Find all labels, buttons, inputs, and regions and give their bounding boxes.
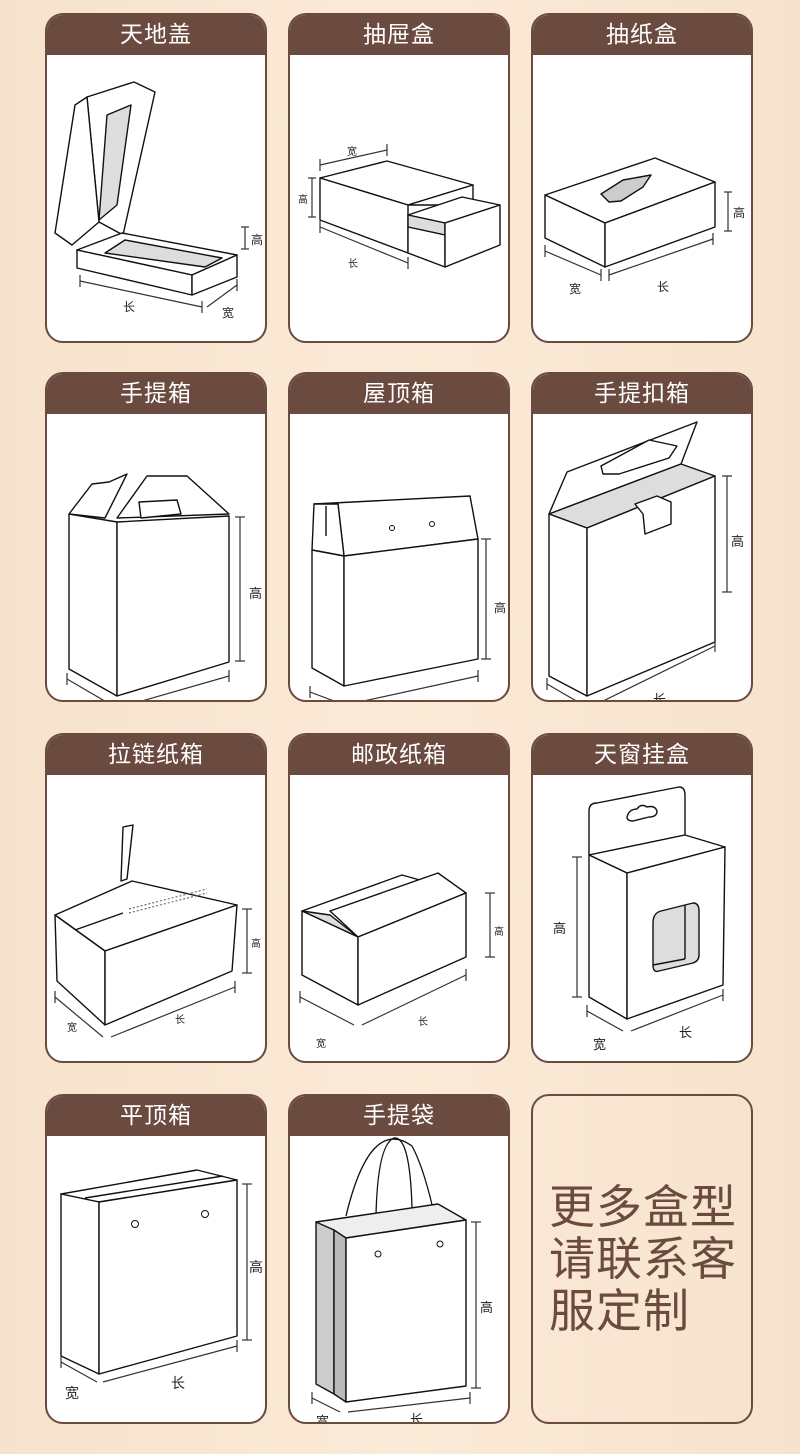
box-title: 抽纸盒	[533, 15, 751, 55]
drawer-box-icon: 宽 高 长	[298, 144, 501, 270]
height-label: 高	[494, 600, 506, 615]
length-label: 长	[410, 1413, 423, 1422]
box-title: 天地盖	[47, 15, 265, 55]
box-card-roof-box[interactable]: 屋顶箱 高 宽 长	[288, 372, 510, 702]
tissue-box-icon: 高 宽 长	[544, 157, 745, 296]
height-label: 高	[480, 1300, 493, 1316]
handbag-icon: 高 宽 长	[311, 1137, 493, 1422]
length-label: 长	[171, 1376, 185, 1392]
box-card-window-hang-box[interactable]: 天窗挂盒 高 宽 长	[531, 733, 753, 1063]
height-label: 高	[249, 586, 262, 602]
zipper-box-icon: 高 宽 长	[54, 824, 261, 1038]
box-title: 天窗挂盒	[533, 735, 751, 775]
width-label: 宽	[316, 1414, 329, 1422]
height-label: 高	[494, 925, 504, 938]
height-label: 高	[733, 205, 745, 220]
handle-lock-box-icon: 高 宽 长	[546, 421, 744, 700]
height-label: 高	[251, 937, 261, 950]
window-hang-box-icon: 高 宽 长	[553, 786, 726, 1053]
width-label: 宽	[316, 1037, 326, 1050]
box-title: 邮政纸箱	[290, 735, 508, 775]
postal-box-icon: 高 宽 长	[299, 872, 504, 1050]
box-title: 平顶箱	[47, 1096, 265, 1136]
length-label: 长	[418, 1016, 428, 1028]
box-title: 抽屉盒	[290, 15, 508, 55]
width-label: 宽	[222, 305, 234, 320]
box-card-handle-box[interactable]: 手提箱 高 宽 长	[45, 372, 267, 702]
flat-top-box-icon: 高 宽 长	[60, 1169, 263, 1402]
length-label: 长	[175, 1014, 185, 1026]
box-card-handbag[interactable]: 手提袋 高 宽 长	[288, 1094, 510, 1424]
width-label: 宽	[65, 1385, 79, 1402]
more-line-2: 请联系客	[549, 1232, 737, 1286]
more-line-1: 更多盒型	[549, 1180, 737, 1234]
more-line-3: 服定制	[549, 1284, 690, 1338]
box-title: 手提扣箱	[533, 374, 751, 414]
lid-base-box-icon: 高 长 宽	[54, 81, 263, 320]
width-label: 宽	[67, 1021, 77, 1034]
box-card-tiandigai[interactable]: 天地盖 高 长 宽	[45, 13, 267, 343]
box-card-tissue[interactable]: 抽纸盒 高 宽 长	[531, 13, 753, 343]
box-title: 屋顶箱	[290, 374, 508, 414]
length-label: 长	[653, 693, 666, 700]
height-label: 高	[249, 1259, 263, 1276]
width-label: 宽	[569, 281, 581, 296]
length-label: 长	[348, 258, 358, 270]
height-label: 高	[298, 193, 308, 206]
box-card-postal-box[interactable]: 邮政纸箱 高 宽 长	[288, 733, 510, 1063]
handle-box-icon: 高 宽 长	[66, 473, 262, 700]
height-label: 高	[251, 232, 263, 247]
height-label: 高	[731, 534, 744, 550]
length-label: 长	[657, 280, 669, 294]
roof-box-icon: 高 宽 长	[309, 495, 506, 700]
width-label: 宽	[593, 1037, 606, 1053]
box-card-zipper-box[interactable]: 拉链纸箱 高 宽 长	[45, 733, 267, 1063]
box-card-drawer[interactable]: 抽屉盒 宽 高 长	[288, 13, 510, 343]
width-label: 宽	[347, 145, 357, 158]
box-title: 手提箱	[47, 374, 265, 414]
height-label: 高	[553, 921, 566, 937]
length-label: 长	[679, 1026, 692, 1041]
more-box-types-text: 更多盒型 请联系客 服定制	[549, 1181, 737, 1337]
box-card-flat-top-box[interactable]: 平顶箱 高 宽 长	[45, 1094, 267, 1424]
more-box-types-card[interactable]: 更多盒型 请联系客 服定制	[531, 1094, 753, 1424]
box-title: 拉链纸箱	[47, 735, 265, 775]
box-title: 手提袋	[290, 1096, 508, 1136]
box-card-handle-lock-box[interactable]: 手提扣箱 高 宽 长	[531, 372, 753, 702]
length-label: 长	[123, 300, 135, 314]
